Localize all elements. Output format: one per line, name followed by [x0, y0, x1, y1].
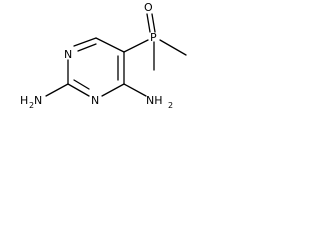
bond-c6-c5	[95, 37, 125, 53]
amine-right-subscript: 2	[168, 101, 173, 110]
phosphorus-label: P	[150, 31, 157, 44]
bond-n1-c6-inner	[77, 43, 97, 52]
oxygen-label: O	[144, 1, 153, 14]
ring-nitrogen-top-label: N	[64, 48, 72, 61]
amine-left-n-label: N	[34, 94, 42, 107]
structure-diagram: P O N N H 2 N NH 2	[20, 1, 187, 110]
ring-nitrogen-bottom-label: N	[91, 94, 99, 107]
bond-c4-amine	[123, 83, 147, 97]
bond-c2-amine	[45, 83, 69, 97]
bond-n1-c6	[73, 37, 97, 47]
bond-n3-c2	[67, 83, 90, 97]
amine-left-subscript: 2	[29, 101, 34, 110]
bond-p-methyl-right	[159, 39, 187, 56]
bond-p-o	[146, 13, 151, 33]
amine-left-h-label: H	[20, 94, 28, 107]
amine-right-label: NH	[146, 94, 163, 107]
bond-c4-n3	[101, 83, 125, 97]
bond-c5-p	[123, 39, 149, 53]
bond-p-o-double	[151, 13, 156, 33]
bond-c2-n3-inner	[73, 79, 90, 90]
